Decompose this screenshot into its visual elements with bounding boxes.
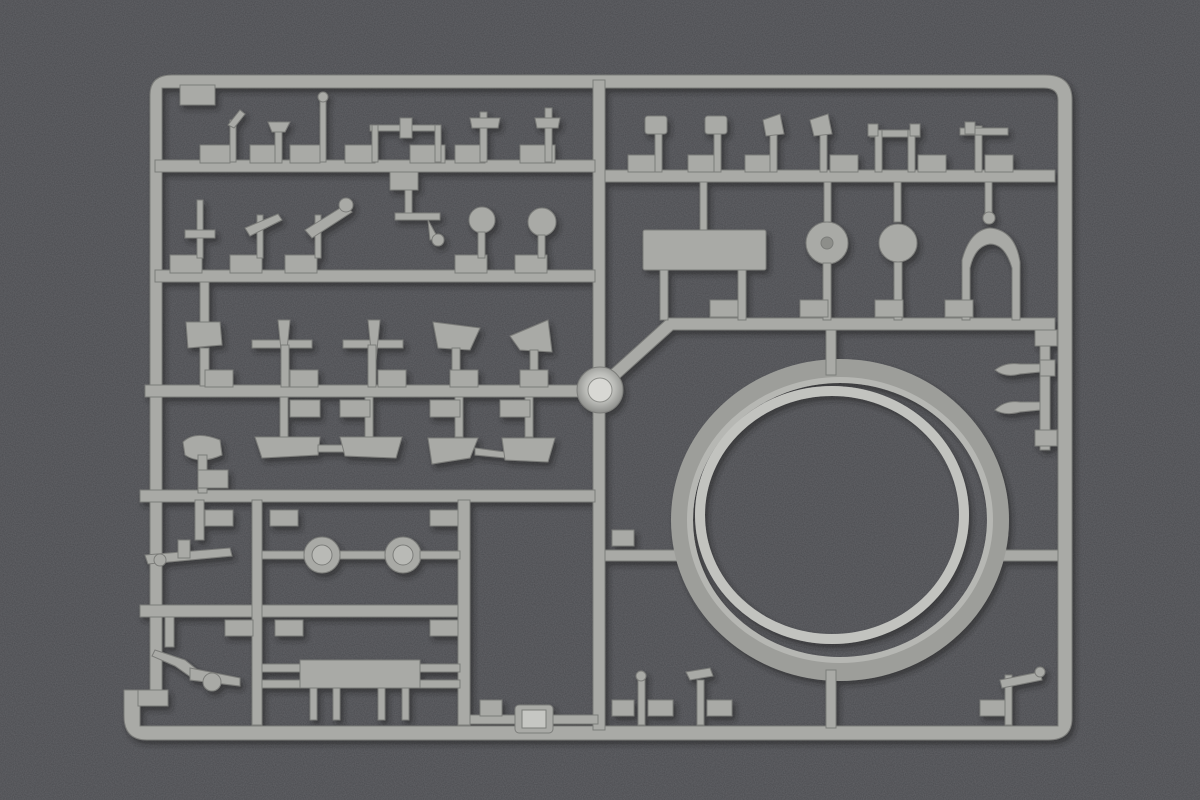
runner-v1	[251, 499, 263, 726]
outer-runner	[123, 74, 1073, 741]
parts-right-side	[611, 329, 1058, 547]
parts-row-4	[182, 396, 556, 494]
parts-bottom-center	[469, 699, 599, 734]
runner-rh3	[604, 549, 686, 562]
parts-right-row-2	[642, 181, 1021, 321]
parts-row-3	[185, 281, 553, 388]
parts-lower-left	[137, 499, 461, 721]
runner-h4	[139, 489, 596, 503]
turret-ring-part	[671, 329, 1009, 729]
sprue-frame	[123, 74, 1073, 741]
sprue-hub-center	[587, 377, 613, 403]
runner-h5	[139, 604, 466, 618]
parts-row-2	[169, 171, 557, 274]
parts-right-row-1	[627, 113, 1014, 173]
runner-v2	[457, 499, 471, 726]
parts-right-bottom	[611, 666, 1046, 726]
parts-row-1	[179, 84, 561, 164]
